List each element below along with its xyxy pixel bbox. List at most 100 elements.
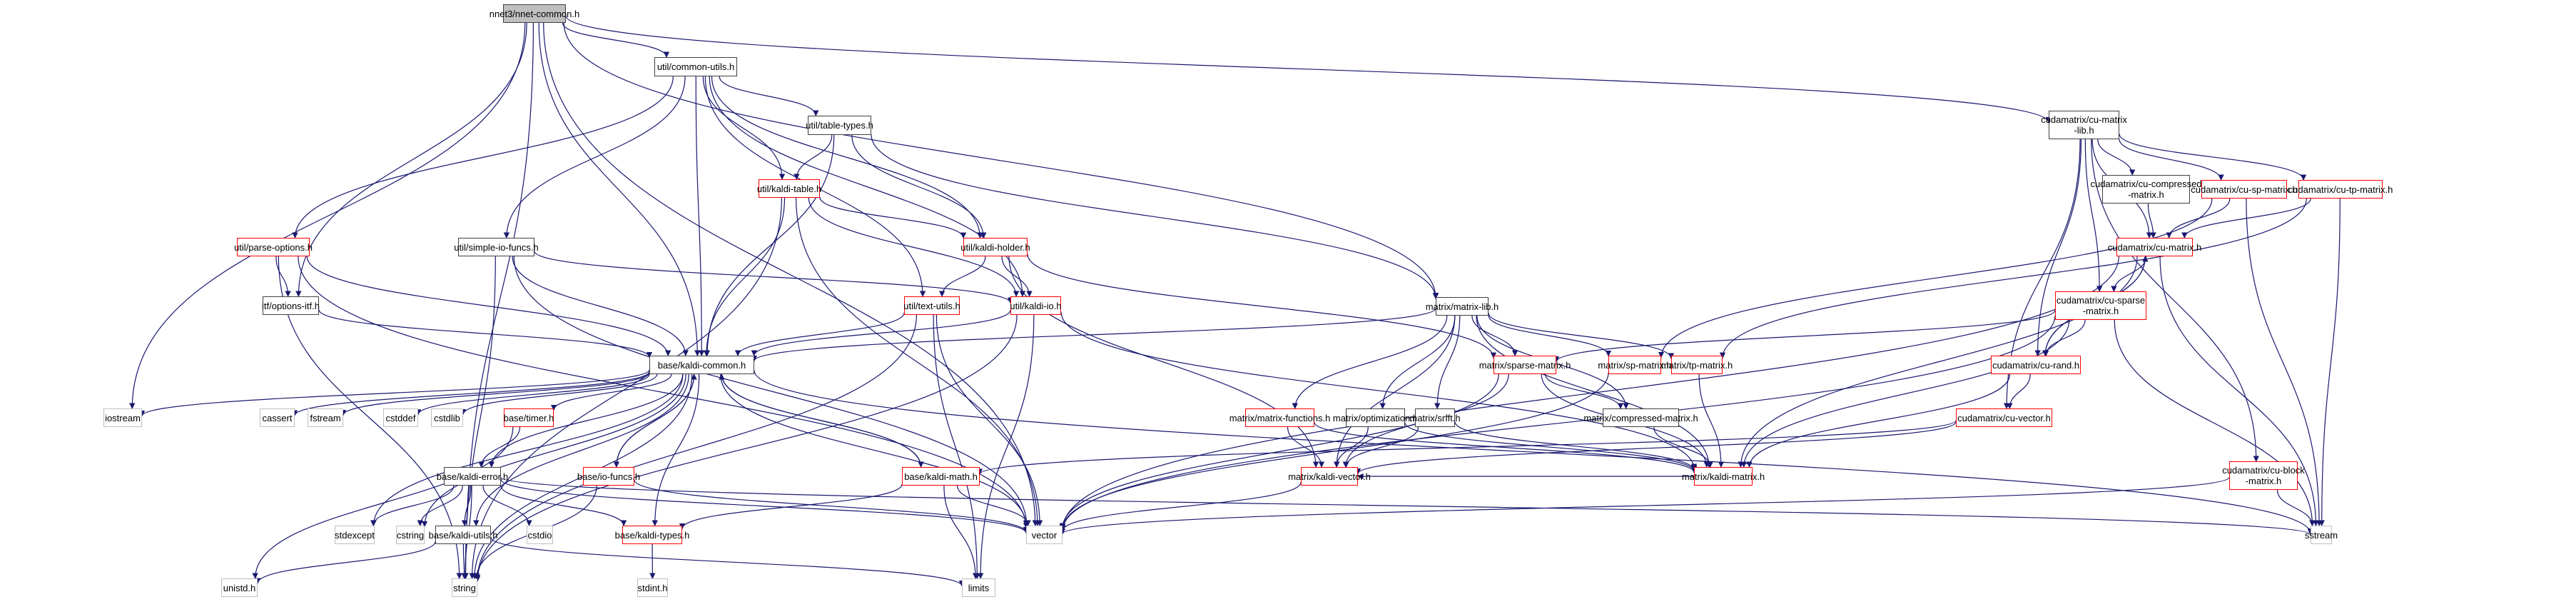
node-matrix-lib[interactable]: matrix/matrix-lib.h <box>1426 297 1499 316</box>
edge-kaldi-error-to-vector <box>500 478 1030 534</box>
edge-matrix-lib-to-kaldi-common <box>751 308 1436 362</box>
edge-cu-tp-matrix-to-tp-matrix <box>1719 198 2307 359</box>
node-sp-matrix[interactable]: matrix/sp-matrix.h <box>1598 356 1672 374</box>
edge-kaldi-math-to-vector <box>956 485 1031 526</box>
edge-kaldi-common-to-vector <box>720 373 1030 527</box>
edge-kaldi-math-to-kaldi-types <box>679 483 903 530</box>
edge-kaldi-common-to-kaldi-utils <box>473 373 689 526</box>
edge-kaldi-table-to-kaldi-io <box>808 197 1020 297</box>
node-timer[interactable]: base/timer.h <box>504 408 554 427</box>
node-nnet-common[interactable]: nnet3/nnet-common.h <box>490 4 579 23</box>
node-parse-options[interactable]: util/parse-options.h <box>234 238 313 256</box>
edge-kaldi-error-to-stdexcept <box>370 485 455 526</box>
edge-kaldi-utils-to-string <box>461 543 467 579</box>
edge-parse-options-to-options-itf <box>275 256 291 297</box>
edge-kaldi-common-to-stdexcept <box>370 373 684 526</box>
edge-nnet-common-to-cu-matrix-lib <box>565 16 2052 124</box>
edge-nnet-common-to-vector <box>543 22 1038 526</box>
edge-parse-options-to-vector <box>298 256 1030 529</box>
node-optimization[interactable]: matrix/optimization.h <box>1333 408 1418 427</box>
node-kaldi-error[interactable]: base/kaldi-error.h <box>437 467 508 486</box>
edge-matrix-lib-to-sparse-matrix <box>1471 315 1518 356</box>
node-kaldi-math[interactable]: base/kaldi-math.h <box>902 467 980 486</box>
node-cu-sparse[interactable]: cudamatrix/cu-sparse -matrix.h <box>2055 291 2146 320</box>
node-stdint: stdint.h <box>637 578 668 597</box>
node-kaldi-vector[interactable]: matrix/kaldi-vector.h <box>1288 467 1371 486</box>
edge-kaldi-io-to-kaldi-common <box>751 310 1011 356</box>
node-cu-rand[interactable]: cudamatrix/cu-rand.h <box>1991 356 2081 374</box>
node-limits: limits <box>962 578 995 597</box>
edge-timer-to-unistd <box>252 426 514 579</box>
node-kaldi-holder[interactable]: util/kaldi-holder.h <box>960 238 1030 256</box>
node-io-funcs[interactable]: base/io-funcs.h <box>577 467 640 486</box>
edge-nnet-common-to-common-utils <box>562 22 670 58</box>
node-kaldi-matrix[interactable]: matrix/kaldi-matrix.h <box>1682 467 1765 486</box>
edge-kaldi-common-to-cstddef <box>415 373 650 416</box>
node-kaldi-table[interactable]: util/kaldi-table.h <box>757 179 821 198</box>
edge-table-types-to-kaldi-common <box>704 134 835 356</box>
edge-srfft-to-kaldi-vector <box>1343 426 1419 468</box>
node-cu-compressed[interactable]: cudamatrix/cu-compressed -matrix.h <box>2090 175 2202 204</box>
edge-kaldi-table-to-string <box>469 197 783 579</box>
edge-kaldi-math-to-kaldi-common <box>719 373 922 468</box>
edge-cu-matrix-lib-to-cu-rand <box>2034 139 2082 356</box>
node-cu-matrix-lib[interactable]: cudamatrix/cu-matrix -lib.h <box>2041 111 2127 139</box>
edge-kaldi-common-to-sstream <box>754 370 2314 535</box>
edge-kaldi-holder-to-sparse-matrix <box>1027 254 1497 359</box>
node-kaldi-utils[interactable]: base/kaldi-utils.h <box>429 526 497 544</box>
node-kaldi-common[interactable]: base/kaldi-common.h <box>649 356 754 374</box>
edge-cu-sp-matrix-to-sp-matrix <box>1658 198 2213 358</box>
edge-kaldi-holder-to-kaldi-vector <box>1008 256 1319 468</box>
node-simple-io[interactable]: util/simple-io-funcs.h <box>454 238 539 256</box>
edge-table-types-to-kaldi-holder <box>851 134 987 239</box>
node-sstream: sstream <box>2305 526 2338 544</box>
edge-matrix-lib-to-tp-matrix <box>1488 313 1675 359</box>
edge-simple-io-to-kaldi-common <box>512 256 689 356</box>
node-cu-vector[interactable]: cudamatrix/cu-vector.h <box>1956 408 2052 427</box>
node-text-utils[interactable]: util/text-utils.h <box>903 296 960 315</box>
edge-kaldi-table-to-kaldi-holder <box>819 197 967 239</box>
edge-common-utils-to-kaldi-table <box>702 76 786 180</box>
edge-kaldi-table-to-kaldi-common <box>703 197 786 356</box>
edge-simple-io-to-kaldi-io <box>534 251 1014 303</box>
edge-text-utils-to-kaldi-common <box>734 312 905 356</box>
edge-kaldi-error-to-kaldi-types <box>500 485 627 526</box>
node-cu-matrix[interactable]: cudamatrix/cu-matrix.h <box>2108 238 2201 256</box>
edge-nnet-common-to-string <box>462 22 534 579</box>
edge-common-utils-to-table-types <box>719 76 819 116</box>
node-table-types[interactable]: util/table-types.h <box>806 116 873 135</box>
edge-cu-vector-to-kaldi-math <box>977 420 1957 475</box>
node-cu-block[interactable]: cudamatrix/cu-block -matrix.h <box>2222 461 2305 490</box>
node-compressed-matrix[interactable]: matrix/compressed-matrix.h <box>1583 408 1698 427</box>
node-cstdlib: cstdlib <box>431 408 463 427</box>
node-cassert: cassert <box>260 408 295 427</box>
edge-sparse-matrix-to-vector <box>1059 373 1499 529</box>
node-kaldi-io[interactable]: util/kaldi-io.h <box>1010 296 1062 315</box>
edge-kaldi-holder-to-text-utils <box>938 256 986 297</box>
edge-nnet-common-to-options-itf <box>295 22 527 297</box>
edge-nnet-common-to-matrix-lib <box>563 22 1439 299</box>
edge-kaldi-common-to-cstring <box>421 373 686 528</box>
node-sparse-matrix[interactable]: matrix/sparse-matrix.h <box>1479 356 1571 374</box>
node-options-itf[interactable]: itf/options-itf.h <box>262 296 320 315</box>
edge-kaldi-error-to-cstdio <box>482 485 532 526</box>
edge-cu-vector-to-kaldi-vector <box>1354 421 1957 475</box>
node-matrix-functions[interactable]: matrix/matrix-functions.h <box>1229 408 1330 427</box>
node-cu-sp-matrix[interactable]: cudamatrix/cu-sp-matrix.h <box>2191 180 2298 199</box>
edge-kaldi-common-to-iostream <box>138 369 650 417</box>
edge-cu-tp-matrix-to-sstream <box>2318 198 2341 526</box>
edge-cu-matrix-lib-to-cu-sp-matrix <box>2119 139 2224 181</box>
node-srfft[interactable]: matrix/srfft.h <box>1409 408 1461 427</box>
node-common-utils[interactable]: util/common-utils.h <box>654 57 737 76</box>
node-kaldi-types[interactable]: base/kaldi-types.h <box>615 526 689 544</box>
edge-kaldi-common-to-fstream <box>340 372 650 416</box>
edge-table-types-to-kaldi-table <box>793 134 833 180</box>
node-cu-tp-matrix[interactable]: cudamatrix/cu-tp-matrix.h <box>2288 180 2393 199</box>
edge-matrix-functions-to-kaldi-matrix <box>1314 422 1698 473</box>
edge-parse-options-to-kaldi-common <box>306 256 671 356</box>
edge-cu-matrix-to-sstream <box>2159 256 2319 526</box>
edge-kaldi-error-to-kaldi-utils <box>461 485 472 526</box>
node-tp-matrix[interactable]: matrix/tp-matrix.h <box>1661 356 1733 374</box>
edge-tp-matrix-to-kaldi-matrix <box>1698 373 1725 468</box>
